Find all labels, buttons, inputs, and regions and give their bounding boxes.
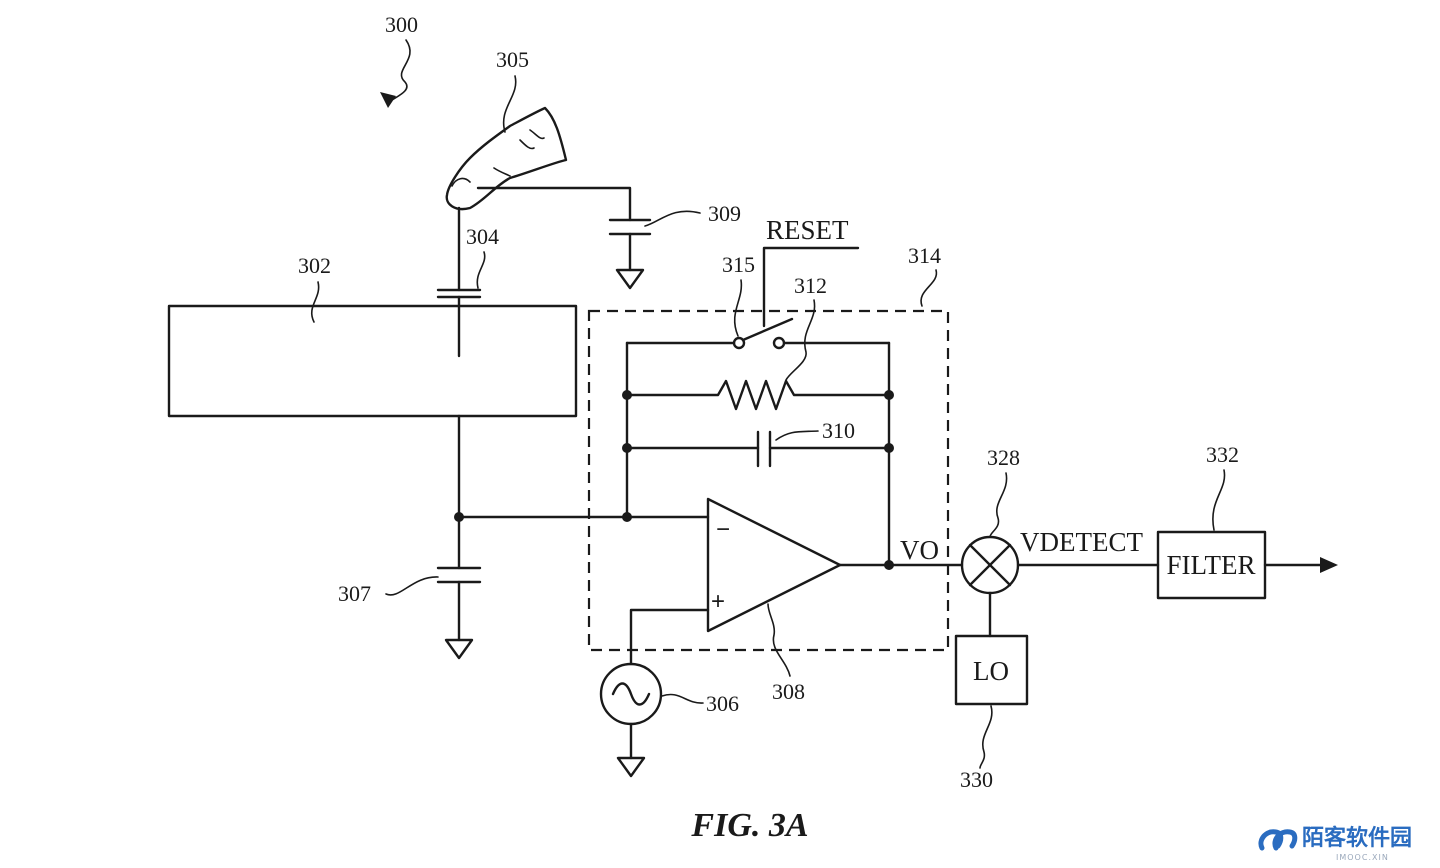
ref-310: 310 <box>822 418 855 443</box>
ref-332-leader <box>1212 469 1226 531</box>
ref-307-leader <box>385 576 439 596</box>
lo-label: LO <box>973 656 1009 686</box>
ref-328-leader <box>989 472 1008 538</box>
ground-307-icon <box>444 638 474 660</box>
vdetect-label: VDETECT <box>1020 527 1143 557</box>
ref-302-leader <box>311 281 320 323</box>
ground-309-icon <box>615 268 645 290</box>
ref-308-leader <box>767 603 791 677</box>
opamp-308 <box>706 497 842 633</box>
finger-icon <box>445 106 568 211</box>
ref-308: 308 <box>772 679 805 704</box>
ref-332: 332 <box>1206 442 1239 467</box>
sine-wave-icon <box>611 682 651 706</box>
switch-315-contact-right <box>772 336 786 350</box>
figure-caption: FIG. 3A <box>690 807 808 844</box>
ref-330-leader <box>979 705 993 769</box>
opamp-minus-sign: − <box>716 516 730 543</box>
ref-315-leader <box>733 279 743 337</box>
ref-310-leader <box>775 430 819 441</box>
watermark-logo-icon <box>1258 829 1298 851</box>
ref-300-arrow-leader <box>391 39 411 101</box>
lo-330-block <box>954 634 1029 706</box>
ref-304-leader <box>476 251 486 289</box>
ref-315: 315 <box>722 252 755 277</box>
ref-314-leader <box>920 269 938 307</box>
ref-300: 300 <box>385 12 418 37</box>
junction-node-input <box>454 512 464 522</box>
output-arrowhead <box>1320 557 1338 573</box>
ref-302: 302 <box>298 253 331 278</box>
ref-304: 304 <box>466 224 499 249</box>
integrator-314-box <box>587 309 950 652</box>
mixer-cross-line-b <box>968 543 1012 587</box>
filter-label: FILTER <box>1166 550 1255 580</box>
resistor-312 <box>625 379 891 411</box>
switch-315-contact-left <box>732 336 746 350</box>
ground-306-icon <box>616 756 646 778</box>
ref-306-leader <box>661 693 704 704</box>
watermark-domain: IMOOC.XIN <box>1336 853 1389 862</box>
panel-302-block <box>167 304 578 418</box>
ref-330: 330 <box>960 767 993 792</box>
ref-309: 309 <box>708 201 741 226</box>
ref-305: 305 <box>496 47 529 72</box>
finger-to-309-wire <box>476 186 632 222</box>
ref-328: 328 <box>987 445 1020 470</box>
ref-305-leader <box>502 75 517 133</box>
opamp-plus-sign: + <box>711 588 725 615</box>
ref-306: 306 <box>706 691 739 716</box>
ref-300-arrowhead <box>380 92 396 108</box>
switch-315-blade <box>741 317 794 342</box>
source-306-wire <box>629 608 710 666</box>
junction-left-input <box>622 512 632 522</box>
watermark: 陌客软件园 IMOOC.XIN <box>1258 825 1412 862</box>
ref-314: 314 <box>908 243 941 268</box>
ref-312-leader <box>785 299 816 381</box>
vo-label: VO <box>900 535 939 565</box>
ref-312: 312 <box>794 273 827 298</box>
ref-307: 307 <box>338 581 371 606</box>
ref-309-leader <box>644 210 701 227</box>
reset-control-line <box>762 246 860 328</box>
watermark-name: 陌客软件园 <box>1302 825 1412 851</box>
reset-label: RESET <box>766 215 849 245</box>
